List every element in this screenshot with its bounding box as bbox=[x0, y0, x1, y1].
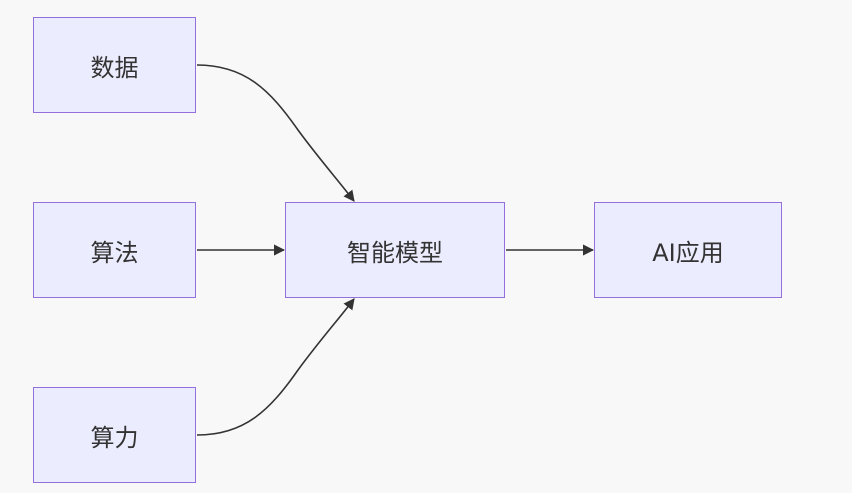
node-model: 智能模型 bbox=[285, 202, 505, 298]
node-data: 数据 bbox=[33, 17, 196, 113]
node-algorithm: 算法 bbox=[33, 202, 196, 298]
node-compute: 算力 bbox=[33, 387, 196, 483]
node-compute-label: 算力 bbox=[90, 423, 139, 452]
node-app: AI应用 bbox=[594, 202, 782, 298]
node-algorithm-label: 算法 bbox=[90, 238, 139, 267]
node-model-label: 智能模型 bbox=[347, 238, 443, 267]
node-data-label: 数据 bbox=[90, 53, 139, 82]
edge-data-to-model bbox=[196, 64, 355, 202]
edge-compute-to-model bbox=[196, 298, 355, 436]
node-app-label: AI应用 bbox=[652, 238, 724, 267]
